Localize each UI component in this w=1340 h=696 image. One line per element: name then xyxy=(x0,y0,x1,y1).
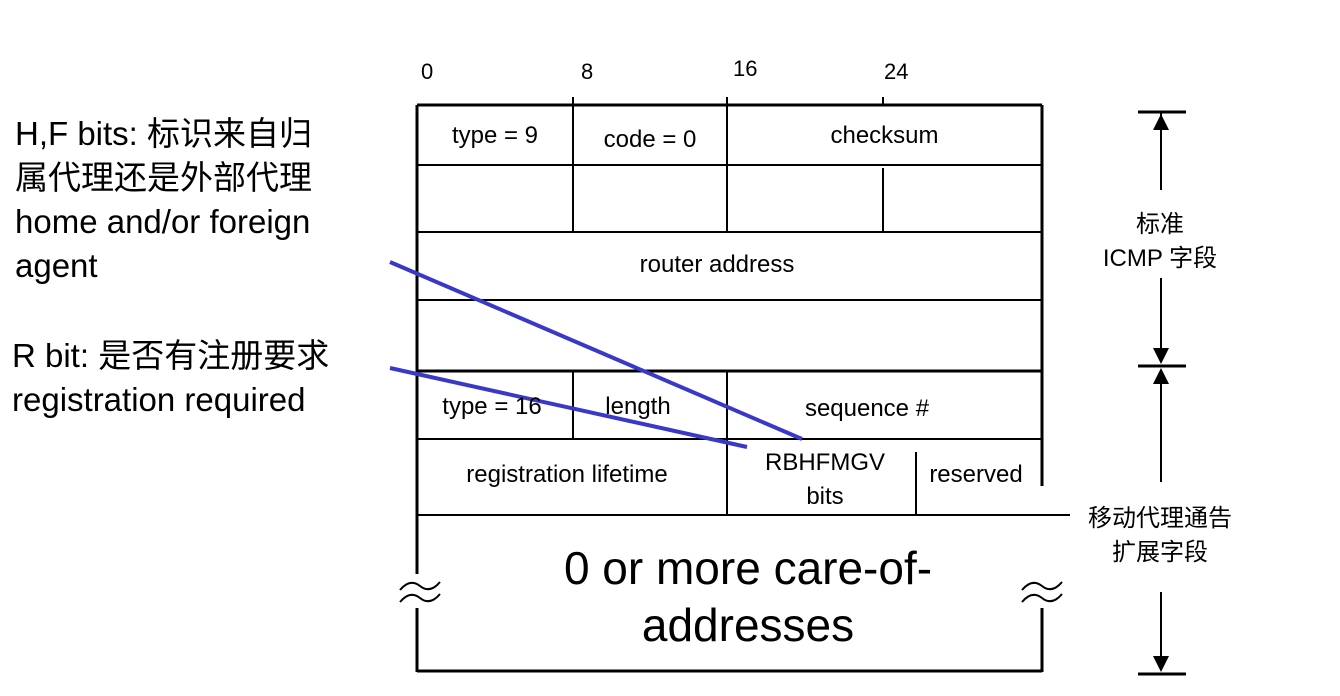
r-bit-pointer xyxy=(389,366,748,449)
extension-label-line-1: 移动代理通告 xyxy=(1088,505,1232,532)
standard-icmp-label: 标准 ICMP 字段 xyxy=(1080,208,1240,276)
hf-note-line-1: H,F bits: 标识来自归 xyxy=(15,115,313,152)
care-of-line-2: addresses xyxy=(641,599,855,651)
field-registration-lifetime: registration lifetime xyxy=(466,461,668,488)
field-flag-bits: RBHFMGV bits xyxy=(735,446,915,514)
r-bit-note: R bit: 是否有注册要求 registration required xyxy=(12,334,329,422)
bit-label-24: 24 xyxy=(884,59,909,84)
field-type-16: type = 16 xyxy=(442,393,542,420)
field-length: length xyxy=(605,393,671,420)
pointer-lines xyxy=(389,260,803,449)
flag-bits-word: bits xyxy=(806,483,844,510)
standard-label-line-1: 标准 xyxy=(1136,211,1184,238)
bit-label-8: 8 xyxy=(581,59,594,84)
extension-label: 移动代理通告 扩展字段 xyxy=(1065,502,1255,570)
field-type-9: type = 9 xyxy=(451,122,539,149)
field-router-address: router address xyxy=(639,251,795,278)
flag-bits-letters: RBHFMGV xyxy=(765,449,885,476)
hf-bits-note: H,F bits: 标识来自归 属代理还是外部代理 home and/or fo… xyxy=(15,112,312,288)
field-reserved: reserved xyxy=(929,461,1023,488)
r-note-line-1: R bit: 是否有注册要求 xyxy=(12,337,330,374)
hf-note-line-2: 属代理还是外部代理 xyxy=(15,159,312,196)
field-sequence: sequence # xyxy=(804,395,930,422)
field-code-0: code = 0 xyxy=(603,126,697,153)
hf-note-line-3: home and/or foreign xyxy=(15,203,311,240)
bit-label-0: 0 xyxy=(421,59,434,84)
field-checksum: checksum xyxy=(830,122,939,149)
hf-bits-pointer xyxy=(389,260,803,441)
care-of-line-1: 0 or more care-of- xyxy=(563,542,933,594)
hf-note-line-4: agent xyxy=(15,247,98,284)
extension-label-line-2: 扩展字段 xyxy=(1112,539,1208,566)
bit-label-16: 16 xyxy=(733,56,758,81)
standard-label-line-2: ICMP 字段 xyxy=(1102,245,1218,272)
r-note-line-2: registration required xyxy=(12,381,306,418)
field-care-of-addresses: 0 or more care-of- addresses xyxy=(450,540,1046,654)
